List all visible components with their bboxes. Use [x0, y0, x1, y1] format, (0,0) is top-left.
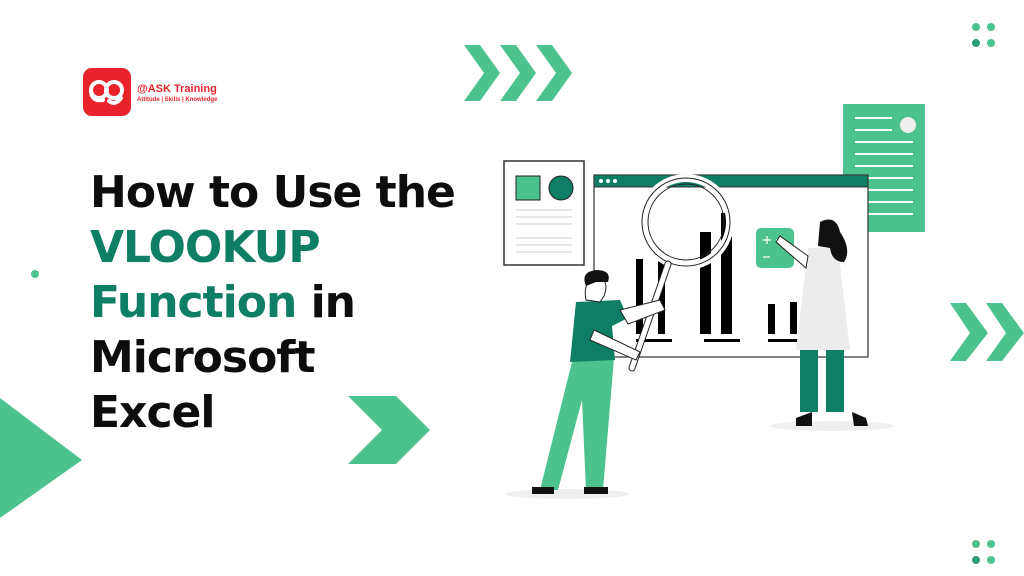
brand-name: @ASK Training: [137, 83, 217, 95]
dot-grid-top-icon: [972, 23, 995, 47]
title-highlight-vlookup: VLOOKUP: [90, 222, 321, 273]
decor-double-chevron-icon: [950, 303, 1024, 361]
title-line-5: Excel: [90, 387, 215, 438]
decor-triple-chevron-icon: [464, 45, 572, 101]
brand-logo[interactable]: [83, 68, 131, 116]
aa-smile-logo-icon: [89, 80, 124, 105]
data-analysis-illustration: [503, 104, 925, 499]
woman-figure: [770, 219, 894, 431]
title-line-4: Microsoft: [90, 332, 315, 383]
decor-dot: [31, 270, 39, 278]
page-title: How to Use the VLOOKUP Function in Micro…: [90, 165, 456, 440]
decor-chevron-icon: [348, 396, 430, 464]
decor-triangle-icon: [0, 398, 82, 518]
brand-tagline: Attitude | Skills | Knowledge: [137, 97, 218, 103]
dot-grid-bottom-icon: [972, 540, 995, 564]
title-highlight-function: Function: [90, 277, 297, 328]
man-figure: [505, 270, 666, 499]
title-line-1: How to Use the: [90, 167, 456, 218]
paper-document-icon: [503, 160, 585, 266]
title-line-3-rest: in: [296, 277, 356, 328]
